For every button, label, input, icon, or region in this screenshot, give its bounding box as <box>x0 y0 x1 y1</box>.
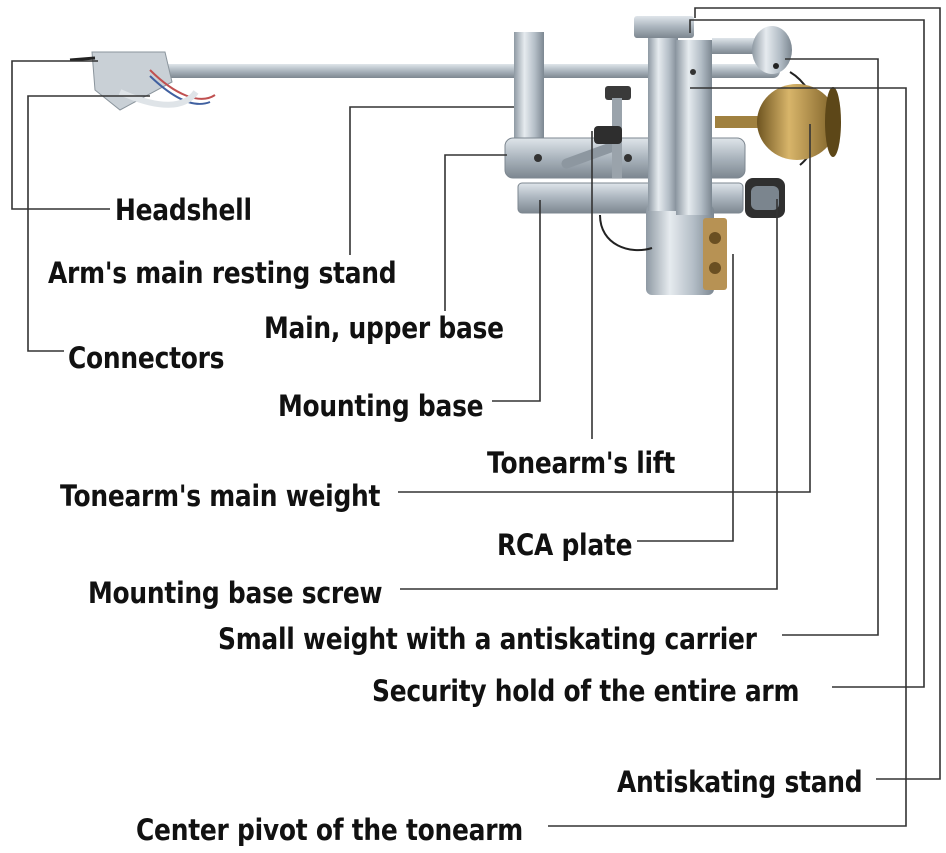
mounting-screw-shape <box>745 178 785 218</box>
center-pivot-shape <box>634 16 712 215</box>
label-center-pivot: Center pivot of the tonearm <box>136 813 524 847</box>
leader-upper-base <box>444 154 507 311</box>
leader-rca-plate <box>637 254 734 542</box>
main-weight-shape <box>715 84 841 160</box>
label-security-hold: Security hold of the entire arm <box>372 674 800 708</box>
label-mounting-base: Mounting base <box>278 389 484 423</box>
leader-antiskating-stand <box>694 7 941 780</box>
resting-stand-shape <box>514 32 544 144</box>
leader-main-weight <box>398 124 811 493</box>
leader-connectors <box>27 95 150 352</box>
lower-column-shape <box>599 205 714 295</box>
leader-resting-stand <box>349 106 514 255</box>
label-rca-plate: RCA plate <box>497 528 633 562</box>
label-antiskating-stand: Antiskating stand <box>617 765 863 799</box>
leader-lines <box>11 7 941 827</box>
leader-security-hold <box>689 19 925 688</box>
leader-center-pivot <box>548 87 907 827</box>
label-headshell: Headshell <box>115 193 252 227</box>
label-connectors: Connectors <box>68 341 225 375</box>
lift-shape <box>594 86 631 178</box>
leader-small-weight <box>782 58 879 636</box>
label-tonearm-main-weight: Tonearm's main weight <box>60 479 381 513</box>
label-small-weight: Small weight with a antiskating carrier <box>218 622 757 656</box>
label-tonearm-lift: Tonearm's lift <box>487 446 676 480</box>
leader-mounting-base <box>492 200 541 402</box>
leader-mounting-screw <box>400 199 778 590</box>
arm-tube <box>120 64 780 78</box>
rca-plate-shape <box>703 218 727 290</box>
leader-headshell <box>11 60 110 210</box>
label-arm-resting-stand: Arm's main resting stand <box>48 256 397 290</box>
label-mounting-base-screw: Mounting base screw <box>88 576 383 610</box>
label-main-upper-base: Main, upper base <box>264 311 504 345</box>
